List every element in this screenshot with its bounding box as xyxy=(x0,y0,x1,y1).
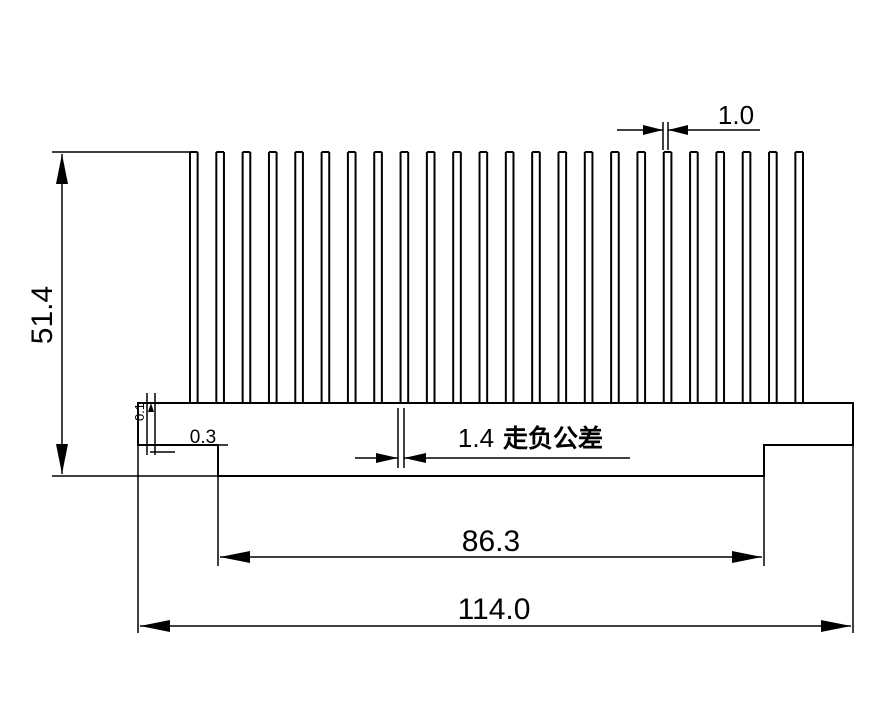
fin-gap xyxy=(512,152,534,404)
recess-width-dimension: 86.3 xyxy=(217,476,765,566)
fin-gap xyxy=(459,152,481,404)
fin-array xyxy=(190,151,804,404)
fin-gap xyxy=(749,152,771,404)
fin-gap xyxy=(486,152,507,404)
fin-gap xyxy=(222,152,244,404)
fin-gap xyxy=(249,152,270,404)
fin-gap-dimension: 1.4 走负公差 xyxy=(355,408,630,468)
height-label: 51.4 xyxy=(26,286,59,344)
fin-gap xyxy=(275,152,297,404)
fin-gap xyxy=(644,152,665,404)
fin-thickness-label: 1.0 xyxy=(718,100,754,130)
fin-gap xyxy=(696,152,718,404)
heatsink-base-outline xyxy=(137,402,854,477)
fin-gap xyxy=(301,152,323,404)
fin-gap xyxy=(670,152,692,404)
tolerance-note: 走负公差 xyxy=(503,424,603,453)
total-width-label: 114.0 xyxy=(458,593,531,626)
height-dimension: 51.4 xyxy=(26,151,218,477)
fin-gap xyxy=(328,152,349,404)
fin-gap xyxy=(565,152,586,404)
fin-gap xyxy=(617,152,639,404)
fin-gap xyxy=(723,152,744,404)
fin-thickness-dimension: 1.0 xyxy=(617,100,760,150)
total-width-dimension: 114.0 xyxy=(137,445,854,633)
fin-gap xyxy=(407,152,428,404)
fin-gap xyxy=(196,152,218,404)
fin-gap-label: 1.4 xyxy=(458,423,494,453)
fin-gap xyxy=(380,152,402,404)
step-dimension: 0.1 0.3 xyxy=(132,393,228,455)
fin-gap xyxy=(354,152,376,404)
fin-gap xyxy=(591,152,613,404)
fin-gap xyxy=(538,152,560,404)
fin-gap xyxy=(433,152,455,404)
recess-width-label: 86.3 xyxy=(462,525,520,558)
step-width-label: 0.3 xyxy=(190,427,216,448)
fin-gap xyxy=(775,152,797,404)
step-height-label: 0.1 xyxy=(132,403,147,421)
